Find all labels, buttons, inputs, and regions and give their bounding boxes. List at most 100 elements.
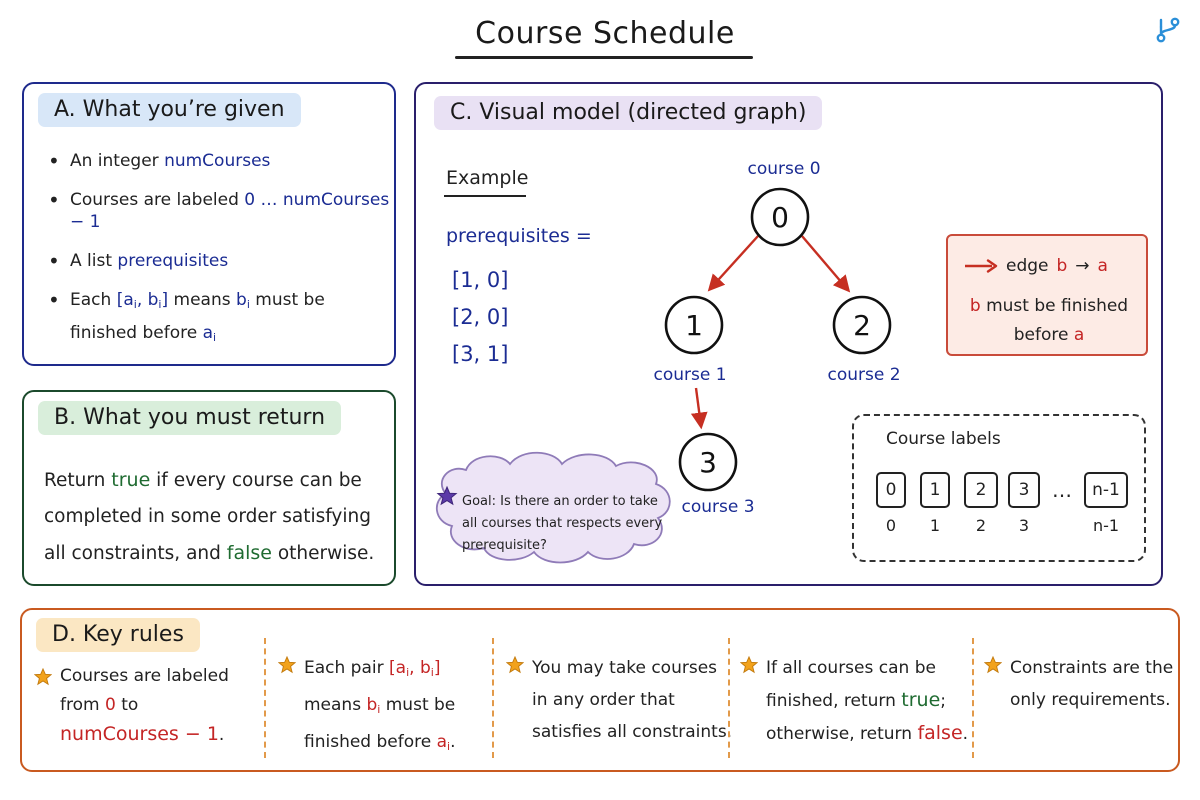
course-graph: 0 1 2 3 course 0 course 1 course 2 cours… xyxy=(436,159,901,564)
b-i-symbol: bi xyxy=(366,695,381,716)
panel-key-rules: D. Key rules Courses are labeled from 0 … xyxy=(20,608,1180,772)
given-text: A list xyxy=(70,251,113,272)
return-text: Return xyxy=(44,470,106,491)
a-i-symbol: ai xyxy=(437,732,451,753)
node-0 xyxy=(750,187,810,247)
pair-subscript: i xyxy=(133,298,137,312)
node-0-label: 0 xyxy=(771,201,789,234)
course-labels-title: Course labels xyxy=(886,429,1001,449)
rule-divider xyxy=(264,638,266,758)
red-arrow-icon xyxy=(965,259,998,273)
legend-text: must be finished before xyxy=(986,296,1129,345)
goal-cloud xyxy=(436,451,671,564)
prerequisites-title: prerequisites = xyxy=(446,225,592,247)
symbol-subscript: i xyxy=(213,330,217,344)
rule-line: means bi must be xyxy=(304,689,456,726)
rule-text: . xyxy=(218,725,225,745)
rule-text: finished before xyxy=(304,732,432,752)
rule-text: Each pair xyxy=(304,658,384,678)
rule-text: finished, return xyxy=(766,691,896,711)
label-cell: 2 xyxy=(964,472,998,508)
prereq-pair: [3, 1] xyxy=(452,342,509,366)
rule-text: means xyxy=(304,695,362,715)
page-title: Course Schedule xyxy=(475,16,735,51)
rule-divider xyxy=(492,638,494,758)
pair-subscript: i xyxy=(406,666,410,679)
node-1 xyxy=(664,295,724,355)
rule-line: finished before ai. xyxy=(304,726,456,763)
example-underline xyxy=(444,195,526,197)
label-ellipsis: … xyxy=(1052,478,1072,502)
node-2 xyxy=(832,295,892,355)
true-keyword: true xyxy=(111,469,151,491)
legend-a: a xyxy=(1073,325,1085,345)
given-text: must be xyxy=(255,290,325,311)
label-index: 1 xyxy=(929,516,941,535)
rule-return: If all courses can be finished, return t… xyxy=(766,652,968,750)
panel-given-heading: A. What you’re given xyxy=(38,93,301,127)
true-keyword: true xyxy=(901,689,941,711)
pair-subscript: i xyxy=(430,666,434,679)
given-text: An integer xyxy=(70,151,159,171)
legend-meaning: b must be finished before a xyxy=(958,292,1140,350)
pair-notation: [ai, bi] xyxy=(389,658,440,679)
pair-part: , b xyxy=(409,658,431,678)
rule-text: If all courses can be xyxy=(766,658,936,678)
label-cell: 3 xyxy=(1008,472,1040,508)
given-text: Courses are labeled xyxy=(70,190,239,211)
label-index-last: n-1 xyxy=(1092,516,1120,535)
symbol-subscript: i xyxy=(447,740,451,753)
prerequisites-keyword: prerequisites xyxy=(117,251,229,272)
star-icon xyxy=(34,668,52,686)
rule-text: ; xyxy=(940,691,947,711)
node-2-caption: course 2 xyxy=(827,365,900,385)
false-keyword: false xyxy=(917,722,963,744)
rule-text: from xyxy=(60,695,100,715)
branch-icon xyxy=(1156,17,1180,43)
pair-part: ] xyxy=(161,290,169,311)
label-index: 3 xyxy=(1018,516,1030,535)
star-icon xyxy=(984,656,1002,674)
panel-return-heading: B. What you must return xyxy=(38,401,342,435)
given-text: means xyxy=(173,290,231,311)
node-1-label: 1 xyxy=(685,309,703,342)
goal-text: Goal: Is there an order to take all cour… xyxy=(462,494,663,553)
pair-notation: [ai, bi] xyxy=(117,290,169,312)
rule-text: satisfies all constraints. xyxy=(532,722,733,742)
given-text: finished before xyxy=(70,322,198,343)
label-cell: 1 xyxy=(920,472,950,508)
legend-edge-b: b xyxy=(1056,256,1068,276)
return-text: otherwise. xyxy=(277,543,375,564)
symbol-letter: b xyxy=(366,695,378,715)
rule-text: Constraints are the xyxy=(1010,658,1174,678)
label-cell-last: n-1 xyxy=(1084,472,1128,508)
rule-text: must be xyxy=(385,695,456,715)
edge-legend: edge b → a b must be finished before a xyxy=(946,234,1148,356)
prereq-pair: [2, 0] xyxy=(452,305,509,329)
rule-text: otherwise, return xyxy=(766,724,913,744)
node-1-caption: course 1 xyxy=(653,365,726,385)
given-item-pair-meaning: Each [ai, bi] means bi must be finished … xyxy=(46,287,391,345)
rule-line: otherwise, return false. xyxy=(766,717,968,750)
node-3-label: 3 xyxy=(699,446,717,479)
rule-labels: Courses are labeled from 0 to numCourses… xyxy=(60,662,229,750)
rule-line: Each pair [ai, bi] xyxy=(304,652,456,689)
numcourses-range-keyword: numCourses − 1 xyxy=(60,723,219,745)
rule-text: Courses are labeled xyxy=(60,666,229,686)
symbol-subscript: i xyxy=(246,298,250,312)
symbol-subscript: i xyxy=(377,703,381,716)
node-3-caption: course 3 xyxy=(681,497,754,517)
rule-constraints: Constraints are the only requirements. xyxy=(1010,652,1173,716)
label-index: 0 xyxy=(885,516,897,535)
return-text: if every course can be completed in some… xyxy=(44,470,371,564)
rule-text: to xyxy=(121,695,139,715)
node-3 xyxy=(678,432,738,492)
legend-b: b xyxy=(969,296,981,316)
rule-text: . xyxy=(450,732,456,752)
false-keyword: false xyxy=(226,542,272,564)
panel-given: A. What you’re given An integer numCours… xyxy=(22,82,396,366)
given-item-prerequisites: A list prerequisites xyxy=(46,248,391,274)
legend-edge-row: edge b → a xyxy=(964,256,1108,276)
symbol-letter: a xyxy=(202,322,214,343)
given-list: An integer numCourses Courses are labele… xyxy=(46,148,391,362)
